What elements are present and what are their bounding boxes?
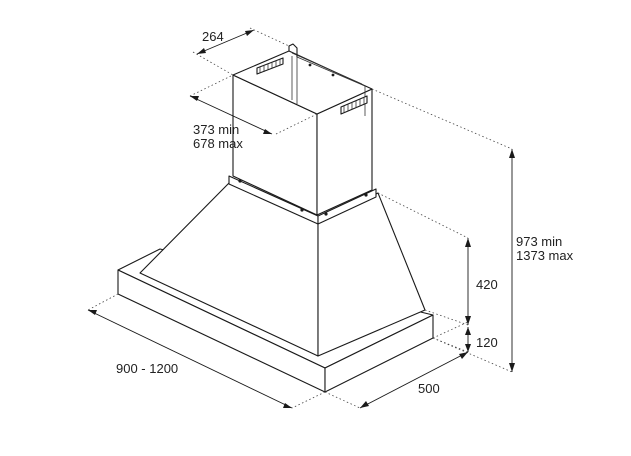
arrowhead (509, 363, 515, 372)
dim-line-chimney-width (189, 95, 273, 135)
dim-line-264 (196, 29, 255, 55)
arrowhead (360, 401, 369, 408)
vent-slots-left (256, 57, 284, 75)
extension-lines (87, 27, 513, 409)
bracket-hole (308, 63, 312, 67)
arrowhead (283, 403, 292, 408)
dim-line-width (87, 309, 293, 409)
arrowhead (197, 48, 206, 54)
dimension-lines (87, 29, 515, 409)
label-chimney-depth: 264 (202, 29, 224, 44)
arrowhead (245, 30, 254, 36)
arrowhead (190, 96, 199, 101)
label-total-height-min: 973 min (516, 234, 562, 249)
arrowhead (459, 352, 468, 359)
arrowhead (263, 129, 272, 134)
arrowhead (88, 310, 97, 315)
arrowhead (465, 344, 471, 352)
label-total-height-max: 1373 max (516, 248, 574, 263)
range-hood-drawing (117, 43, 434, 393)
dim-line-depth (359, 351, 469, 409)
bracket-hole (331, 73, 335, 77)
label-base-height: 120 (476, 335, 498, 350)
mounting-bracket (288, 43, 298, 57)
joint-rivet (324, 212, 328, 216)
arrowhead (509, 149, 515, 158)
arrowhead (465, 327, 471, 335)
dimension-labels: 264 373 min 678 max 973 min 1373 max 420… (116, 29, 574, 396)
vent-slots-right (340, 95, 368, 115)
bracket-rail (296, 56, 366, 87)
arrowhead (465, 238, 471, 247)
arrowhead (465, 316, 471, 325)
joint-rivet (238, 179, 242, 183)
label-depth: 500 (418, 381, 440, 396)
label-chimney-width-min: 373 min (193, 122, 239, 137)
chimney-joint-band-side (317, 188, 377, 225)
joint-rivet (364, 193, 368, 197)
label-chimney-width-max: 678 max (193, 136, 243, 151)
label-width-range: 900 - 1200 (116, 361, 178, 376)
bracket-rail (291, 52, 363, 85)
joint-rivet (300, 208, 304, 212)
label-canopy-height: 420 (476, 277, 498, 292)
